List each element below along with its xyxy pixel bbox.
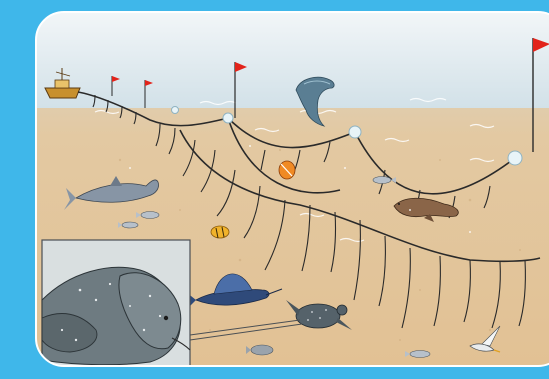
sea-surface: [36, 12, 549, 108]
sea-panel: [36, 12, 549, 366]
turtle-closeup-inset: [42, 240, 190, 366]
